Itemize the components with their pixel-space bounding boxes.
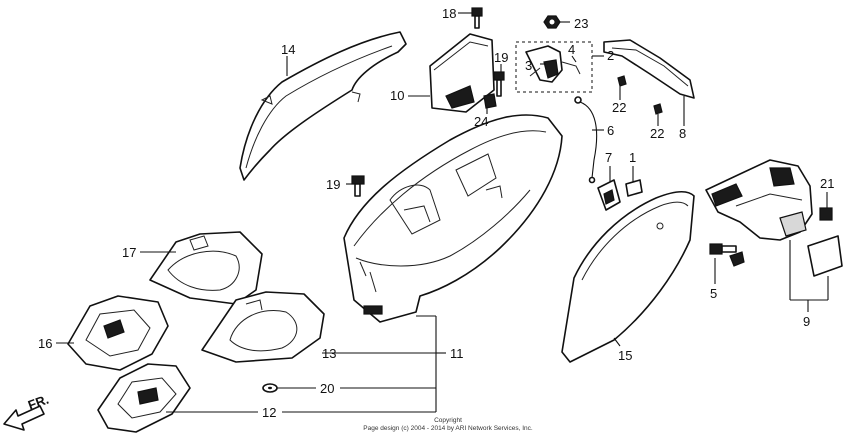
part-7-bracket[interactable]	[597, 179, 621, 211]
callout-8: 8	[679, 126, 686, 141]
callout-3: 3	[525, 58, 532, 73]
part-15-side-cover[interactable]	[561, 190, 695, 363]
nut-23[interactable]	[543, 15, 561, 29]
callout-2: 2	[607, 48, 614, 63]
callout-22-b: 22	[650, 126, 664, 141]
part-21-clip[interactable]	[819, 207, 833, 221]
part-16-lower-cover[interactable]	[67, 295, 169, 371]
callout-4: 4	[568, 42, 575, 57]
callout-16: 16	[38, 336, 52, 351]
callout-11: 11	[450, 346, 464, 361]
callout-labels: 14 10 18 19 24 23 2 3 4 22 22 8 6 7 1 19…	[26, 6, 835, 420]
bolt-18[interactable]	[471, 7, 483, 29]
callout-21: 21	[820, 176, 834, 191]
part-17-inner-panel[interactable]	[149, 231, 263, 305]
part-1-clip[interactable]	[625, 179, 643, 197]
callout-19-top: 19	[494, 50, 508, 65]
callout-22-a: 22	[612, 100, 626, 115]
part-8-rail[interactable]	[603, 39, 695, 99]
leader-lines	[56, 12, 829, 413]
copyright-notice: Copyright Page design (c) 2004 - 2014 by…	[338, 417, 558, 433]
callout-15: 15	[618, 348, 632, 363]
callout-7: 7	[605, 150, 612, 165]
callout-19-mid: 19	[326, 177, 340, 192]
part-9-bracket[interactable]	[705, 159, 843, 277]
callout-1: 1	[629, 150, 636, 165]
clip-24[interactable]	[483, 93, 497, 109]
part-6-cable[interactable]	[574, 96, 598, 184]
callout-17: 17	[122, 245, 136, 260]
callout-20: 20	[320, 381, 334, 396]
part-10-lid[interactable]	[429, 33, 495, 113]
copyright-line-1: Copyright	[434, 417, 462, 424]
front-direction-arrow-icon	[3, 405, 45, 431]
front-direction-label: FR.	[26, 392, 51, 413]
callout-18: 18	[442, 6, 456, 21]
screw-22a[interactable]	[617, 75, 627, 87]
part-11-luggage-box[interactable]	[343, 114, 563, 323]
part-20-washer[interactable]	[262, 383, 278, 393]
callout-23: 23	[574, 16, 588, 31]
callout-6: 6	[607, 123, 614, 138]
callout-9: 9	[803, 314, 810, 329]
part-14-side-cover[interactable]	[239, 31, 407, 181]
part-5-lock[interactable]	[709, 243, 745, 267]
callout-24: 24	[474, 114, 488, 129]
copyright-line-2: Page design (c) 2004 - 2014 by ARI Netwo…	[363, 425, 533, 432]
part-13-floor-tray[interactable]	[201, 291, 325, 363]
callout-10: 10	[390, 88, 404, 103]
part-12-lower-tray[interactable]	[97, 363, 191, 433]
screw-22b[interactable]	[653, 103, 663, 115]
bolt-19-top[interactable]	[493, 71, 505, 97]
bolt-19-mid[interactable]	[351, 175, 365, 197]
callout-14: 14	[281, 42, 295, 57]
callout-12: 12	[262, 405, 276, 420]
callout-13: 13	[322, 346, 336, 361]
callout-5: 5	[710, 286, 717, 301]
